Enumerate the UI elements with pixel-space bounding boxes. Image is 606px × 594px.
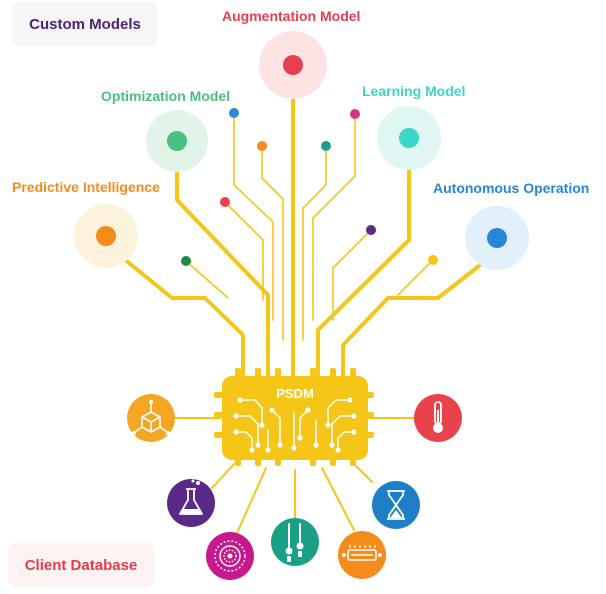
chip-label: PSDM (276, 386, 314, 401)
trace-3 (224, 201, 264, 301)
node-dot (229, 108, 239, 118)
hourglass-icon (372, 481, 420, 529)
mandala-icon (206, 532, 254, 580)
augmentation-model-node (259, 31, 327, 99)
learning-model-node (377, 106, 441, 170)
link-heater (321, 467, 355, 531)
link-mandala (236, 467, 267, 534)
connector-lines (121, 98, 486, 534)
sensor-icons (127, 394, 462, 580)
optimization-model-label: Optimization Model (101, 88, 231, 104)
autonomous-operation-node (465, 206, 529, 270)
branch-learning (316, 162, 411, 377)
autonomous-operation-label: Autonomous Operation (433, 180, 590, 196)
learning-model-label: Learning Model (362, 83, 466, 99)
node-dot (181, 256, 191, 266)
predictive-intelligence-node (74, 204, 138, 268)
node-dot (321, 141, 331, 151)
trace-2 (261, 145, 284, 341)
trace-7 (185, 260, 229, 299)
branch-optimization (175, 156, 270, 377)
heater-coil-icon (338, 531, 386, 579)
trace-8 (397, 259, 434, 296)
trace-6 (332, 229, 372, 321)
custom-models-label: Custom Models (12, 2, 158, 46)
psdm-chip: PSDM (214, 368, 374, 466)
node-dot (428, 255, 438, 265)
branch-predictive (121, 256, 245, 377)
cube-network-icon (127, 394, 175, 442)
model-nodes (74, 31, 529, 270)
optimization-model-node (146, 110, 208, 172)
trace-4 (312, 113, 356, 321)
node-dots (181, 108, 438, 266)
flask-icon (167, 479, 215, 527)
node-dot (366, 225, 376, 235)
link-flask (211, 461, 237, 489)
probe-icon (271, 518, 319, 566)
augmentation-model-label: Augmentation Model (222, 8, 361, 24)
node-dot (350, 109, 360, 119)
thermometer-icon (414, 394, 462, 442)
node-dot (220, 197, 230, 207)
trace-1 (233, 112, 274, 321)
node-dot (257, 141, 267, 151)
predictive-intelligence-label: Predictive Intelligence (12, 179, 160, 195)
trace-5 (302, 145, 327, 341)
branch-autonomous (341, 260, 486, 377)
client-database-label: Client Database (8, 543, 154, 587)
